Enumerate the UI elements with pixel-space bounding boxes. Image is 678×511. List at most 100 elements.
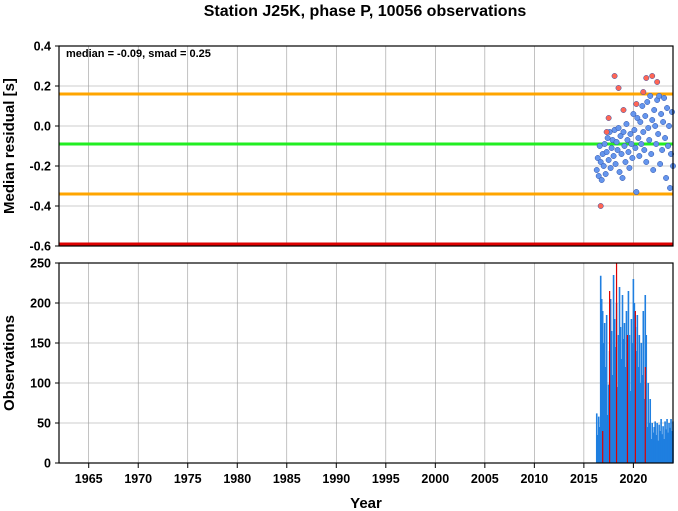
residual-point: [664, 105, 671, 111]
residual-point: [637, 119, 644, 125]
residual-point: [658, 111, 665, 117]
residual-point: [644, 99, 651, 105]
residual-point: [627, 131, 634, 137]
residual-point: [640, 129, 647, 135]
outlier-point: [643, 75, 650, 81]
y-tick-label: -0.6: [29, 240, 51, 254]
y-tick-label: 150: [30, 337, 51, 351]
residual-point: [601, 141, 608, 147]
x-tick-label: 2015: [570, 472, 598, 486]
x-tick-label: 2020: [619, 472, 647, 486]
outlier-point: [605, 115, 612, 121]
residual-point: [630, 111, 637, 117]
residual-point: [593, 167, 600, 173]
residual-point: [616, 169, 623, 175]
residual-point: [668, 151, 674, 157]
residual-point: [610, 153, 617, 159]
x-tick-label: 2005: [471, 472, 499, 486]
residual-point: [659, 147, 666, 153]
residual-point: [619, 175, 626, 181]
residual-point: [622, 159, 629, 165]
x-axis-label: Year: [350, 495, 382, 511]
residual-point: [613, 139, 620, 145]
y-tick-label: 0.0: [34, 120, 51, 134]
residual-point: [612, 161, 619, 167]
bottom-observation-bars: [595, 263, 674, 463]
residual-point: [667, 185, 673, 191]
outlier-point: [611, 73, 618, 79]
residual-point: [635, 135, 642, 141]
residual-point: [645, 125, 652, 131]
residual-point: [626, 165, 633, 171]
residual-point: [634, 115, 641, 121]
outlier-point: [597, 203, 604, 209]
residual-point: [615, 125, 622, 131]
residual-point: [621, 143, 628, 149]
residual-point: [653, 141, 660, 147]
residual-point: [649, 117, 656, 123]
residual-point: [666, 123, 672, 129]
residual-point: [596, 143, 603, 149]
bottom-y-axis-label: Observations: [1, 315, 18, 411]
residual-point: [632, 145, 639, 151]
residual-point: [669, 109, 675, 115]
bottom-panel-frame: [58, 262, 674, 464]
x-tick-label: 1965: [75, 472, 103, 486]
residual-point: [646, 137, 653, 143]
y-tick-label: 0.4: [34, 40, 51, 54]
residual-point: [652, 123, 659, 129]
residual-point: [665, 143, 671, 149]
residual-point: [629, 155, 636, 161]
residual-point: [617, 133, 624, 139]
y-tick-label: -0.2: [29, 160, 51, 174]
x-tick-label: 2010: [520, 472, 548, 486]
top-reference-lines: [59, 92, 673, 246]
x-tick-label: 1975: [174, 472, 202, 486]
residual-point: [594, 155, 601, 161]
residual-point: [628, 141, 635, 147]
x-tick-label: 1990: [322, 472, 350, 486]
residual-point: [600, 163, 607, 169]
residual-point: [661, 95, 668, 101]
residual-point: [656, 93, 663, 99]
residual-point: [642, 113, 649, 119]
residual-point: [602, 171, 609, 177]
residual-point: [608, 145, 615, 151]
residual-point: [639, 103, 646, 109]
x-tick-label: 1995: [372, 472, 400, 486]
y-tick-label: 0.2: [34, 80, 51, 94]
y-tick-label: 100: [30, 377, 51, 391]
x-tick-label: 1985: [273, 472, 301, 486]
outlier-point: [615, 85, 622, 91]
residual-point: [595, 173, 602, 179]
residual-point: [623, 121, 630, 127]
y-tick-label: 50: [37, 417, 51, 431]
outlier-point: [654, 79, 661, 85]
residual-point: [660, 119, 667, 125]
y-tick-label: -0.4: [29, 200, 51, 214]
y-tick-label: 200: [30, 297, 51, 311]
x-tick-label: 2000: [421, 472, 449, 486]
top-y-axis-label: Median residual [s]: [1, 78, 18, 214]
residual-point: [657, 161, 664, 167]
y-tick-label: 250: [30, 257, 51, 271]
residual-point: [620, 129, 627, 135]
chart-title: Station J25K, phase P, 10056 observation…: [204, 3, 527, 20]
outlier-point: [640, 89, 647, 95]
residual-point: [618, 151, 625, 157]
residual-point: [647, 93, 654, 99]
residual-point: [631, 127, 638, 133]
residual-point: [663, 175, 670, 181]
residual-point: [605, 157, 612, 163]
y-tick-label: 0: [44, 457, 51, 471]
residual-point: [598, 177, 605, 183]
residual-point: [643, 159, 650, 165]
residual-point: [641, 147, 648, 153]
x-tick-label: 1980: [223, 472, 251, 486]
outlier-point: [649, 73, 656, 79]
residual-point: [614, 147, 621, 153]
residual-point: [625, 149, 632, 155]
